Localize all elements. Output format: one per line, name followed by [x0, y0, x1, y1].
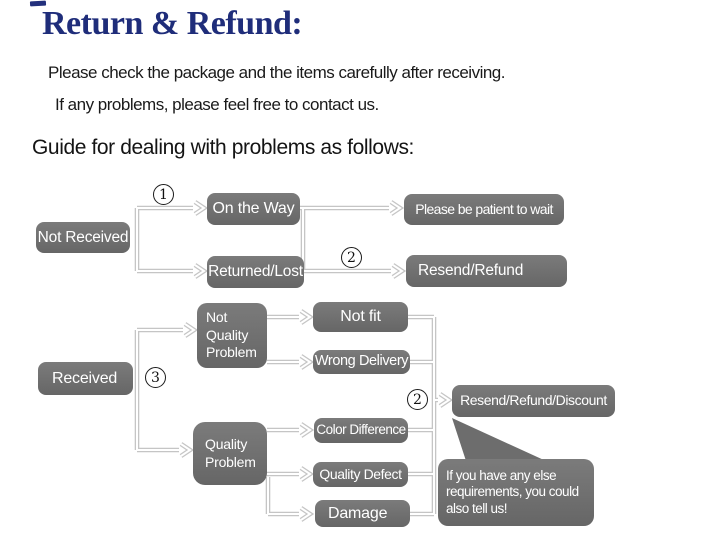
- subtitle-line-1: Please check the package and the items c…: [48, 63, 506, 82]
- subtitle-line-2: If any problems, please feel free to con…: [55, 95, 379, 114]
- node-resend-refund: Resend/Refund: [406, 255, 567, 287]
- node-returned-lost: Returned/Lost: [207, 256, 304, 288]
- node-not-fit: Not fit: [313, 302, 408, 332]
- node-not-quality-problem: Not Quality Problem: [197, 303, 267, 368]
- node-on-the-way: On the Way: [207, 193, 300, 225]
- marker-step-2-bottom: 2: [407, 389, 428, 410]
- node-quality-defect: Quality Defect: [313, 462, 408, 487]
- node-please-be-patient: Please be patient to wait: [404, 194, 564, 225]
- node-received: Received: [38, 362, 133, 395]
- guide-heading: Guide for dealing with problems as follo…: [32, 136, 414, 159]
- node-damage: Damage: [315, 500, 410, 527]
- speech-bubble: If you have any else requirements, you c…: [438, 459, 594, 526]
- node-resend-refund-discount: Resend/Refund/Discount: [452, 385, 615, 417]
- marker-step-1: 1: [153, 184, 174, 205]
- speech-bubble-tail: [452, 418, 546, 464]
- node-quality-problem: Quality Problem: [193, 422, 267, 485]
- node-not-received: Not Received: [36, 222, 130, 253]
- marker-step-3: 3: [145, 367, 166, 388]
- node-color-difference: Color Difference: [314, 418, 408, 443]
- marker-step-2-top: 2: [341, 247, 362, 268]
- node-wrong-delivery: Wrong Delivery: [313, 350, 410, 374]
- page-title: Return & Refund:: [42, 5, 303, 42]
